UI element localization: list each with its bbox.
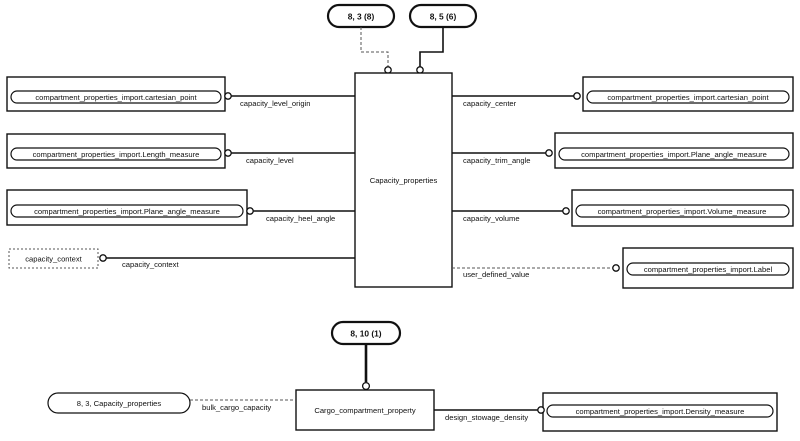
rel-left-2-label: capacity_level <box>246 156 294 165</box>
connector-ref-top-left-end <box>384 66 392 74</box>
left-type-4-label: capacity_context <box>25 255 82 264</box>
right-type-4-label: compartment_properties_import.Label <box>644 265 773 274</box>
rel-right-3-end <box>562 207 570 215</box>
rel-bottom-left-label: bulk_cargo_capacity <box>202 403 271 412</box>
rel-left-3-end <box>246 207 254 215</box>
left-type-4: capacity_context <box>8 248 99 269</box>
left-type-1-label: compartment_properties_import.cartesian_… <box>35 93 197 102</box>
entity-capacity-properties-label: Capacity_properties <box>370 176 438 185</box>
ref-top-right-label: 8, 5 (6) <box>430 12 457 22</box>
rel-right-4-label: user_defined_value <box>463 270 529 279</box>
left-type-2-label: compartment_properties_import.Length_mea… <box>33 150 200 159</box>
connector-ref-bottom-end <box>361 381 371 391</box>
right-type-3-label: compartment_properties_import.Volume_mea… <box>598 207 767 216</box>
left-type-1: compartment_properties_import.cartesian_… <box>6 76 226 112</box>
entity-cargo-compartment-property: Cargo_compartment_property <box>295 389 435 431</box>
rel-bottom-right-end <box>537 406 545 414</box>
right-type-1-label: compartment_properties_import.cartesian_… <box>607 93 769 102</box>
bottom-right-type-label: compartment_properties_import.Density_me… <box>576 407 745 416</box>
ref-top-right: 8, 5 (6) <box>408 3 478 29</box>
right-type-3: compartment_properties_import.Volume_mea… <box>571 189 794 227</box>
rel-right-2-end <box>545 149 553 157</box>
entity-capacity-properties: Capacity_properties <box>354 72 453 288</box>
rel-left-4-label: capacity_context <box>122 260 179 269</box>
ref-bottom: 8, 10 (1) <box>330 320 402 346</box>
ref-top-left-label: 8, 3 (8) <box>348 12 375 22</box>
rel-left-3-label: capacity_heel_angle <box>266 214 335 223</box>
rel-left-2-end <box>224 149 232 157</box>
right-type-2-label: compartment_properties_import.Plane_angl… <box>581 150 767 159</box>
rel-right-4-end <box>612 264 620 272</box>
left-type-3: compartment_properties_import.Plane_angl… <box>6 189 248 226</box>
right-type-4: compartment_properties_import.Label <box>622 247 794 289</box>
left-type-3-label: compartment_properties_import.Plane_angl… <box>34 207 220 216</box>
rel-right-1-label: capacity_center <box>463 99 517 108</box>
rel-left-1-end <box>224 92 232 100</box>
rel-right-2-label: capacity_trim_angle <box>463 156 531 165</box>
connector-ref-top-right <box>419 27 444 67</box>
rel-bottom-right-label: design_stowage_density <box>445 413 528 422</box>
rel-right-1-end <box>573 92 581 100</box>
rel-left-1-label: capacity_level_origin <box>240 99 311 108</box>
ref-bottom-left-label: 8, 3, Capacity_properties <box>77 399 162 408</box>
entity-cargo-compartment-property-label: Cargo_compartment_property <box>314 406 416 415</box>
rel-left-4-end <box>99 254 107 262</box>
right-type-2: compartment_properties_import.Plane_angl… <box>554 132 794 169</box>
rel-right-3-label: capacity_volume <box>463 214 520 223</box>
right-type-1: compartment_properties_import.cartesian_… <box>582 76 794 112</box>
ref-bottom-label: 8, 10 (1) <box>350 329 381 339</box>
bottom-right-type: compartment_properties_import.Density_me… <box>542 392 778 432</box>
connector-ref-top-left <box>360 27 389 67</box>
left-type-2: compartment_properties_import.Length_mea… <box>6 133 226 169</box>
ref-bottom-left: 8, 3, Capacity_properties <box>47 392 191 414</box>
ref-top-left: 8, 3 (8) <box>326 3 396 29</box>
connector-ref-top-right-end <box>416 66 424 74</box>
